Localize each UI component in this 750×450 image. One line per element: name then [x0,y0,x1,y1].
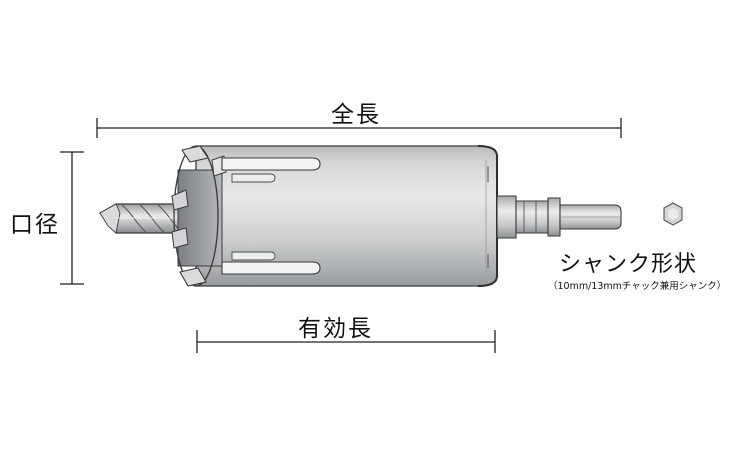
core-drill-illustration [99,145,622,287]
diameter-dimension [60,151,84,285]
overall-length-label: 全長 [331,102,381,128]
hexagonal-shank-icon [663,202,683,226]
overall-length-dimension [96,118,622,138]
shank-note-label: （10mm/13mmチャック兼用シャンク） [548,281,727,292]
shank [496,195,622,239]
body-slots [221,157,321,275]
effective-length-dimension [196,330,496,353]
effective-length-label: 有効長 [298,316,373,342]
diameter-label: 口径 [10,212,60,238]
shank-shape-label: シャンク形状 [559,252,698,277]
